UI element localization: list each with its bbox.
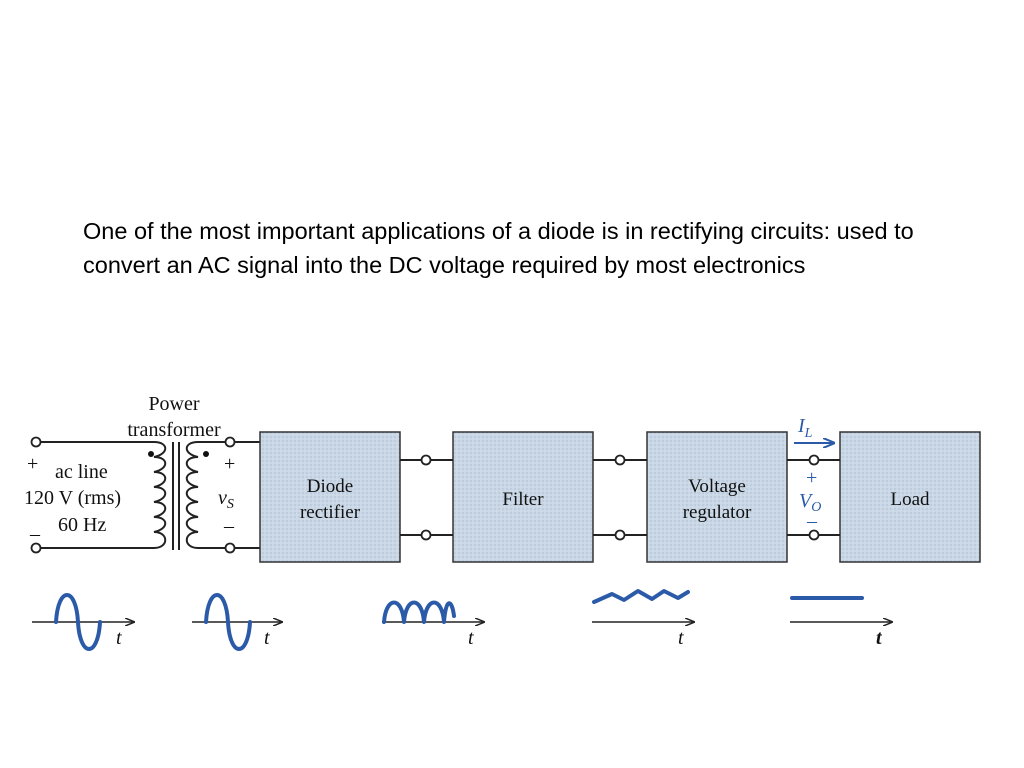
secondary-plus: + (224, 453, 235, 475)
rectifier-block-diagram: Power transformer + ac line 120 V (rms) … (24, 393, 981, 651)
waveform-5-axis-label: t (876, 627, 883, 649)
source-line1: ac line (55, 461, 108, 483)
load-block (839, 431, 981, 563)
input-terminal-bottom (30, 542, 42, 554)
input-terminal-top (30, 436, 42, 448)
waveform-regulated-dc: t (790, 596, 892, 649)
input-terminals (30, 436, 154, 554)
load-current-label: IL (797, 415, 813, 441)
source-line3: 60 Hz (58, 514, 106, 536)
waveform-2-axis-label: t (264, 627, 270, 649)
diode-rectifier-label-line1: Diode (307, 476, 353, 497)
transformer-symbol (148, 436, 260, 554)
waveform-3-axis-label: t (468, 627, 474, 649)
source-plus: + (27, 453, 38, 475)
waveform-ac-secondary: t (192, 593, 282, 651)
inter-block-wires (400, 454, 840, 541)
output-plus: + (806, 467, 817, 489)
secondary-voltage-label: vS (218, 487, 234, 512)
secondary-minus: – (223, 515, 235, 537)
waveform-ac-input: t (32, 593, 134, 651)
diode-rectifier-block (259, 431, 401, 563)
load-label: Load (890, 489, 930, 510)
output-voltage-label: VO (799, 490, 821, 515)
filter-label: Filter (502, 489, 544, 510)
transformer-label-line2: transformer (127, 419, 221, 441)
voltage-regulator-label-line2: regulator (683, 502, 752, 523)
diode-rectifier-label-line2: rectifier (300, 502, 361, 523)
filter-block (452, 431, 594, 563)
voltage-regulator-block (646, 431, 788, 563)
waveform-1-axis-label: t (116, 627, 122, 649)
caption-text: One of the most important applications o… (83, 218, 914, 278)
voltage-regulator-label-line1: Voltage (688, 476, 746, 497)
waveform-filtered: t (592, 589, 694, 649)
source-minus: – (29, 523, 41, 545)
output-minus: – (806, 510, 818, 532)
waveform-rectified: t (382, 600, 484, 649)
transformer-label-line1: Power (148, 393, 199, 415)
source-line2: 120 V (rms) (24, 487, 121, 509)
waveform-4-axis-label: t (678, 627, 684, 649)
